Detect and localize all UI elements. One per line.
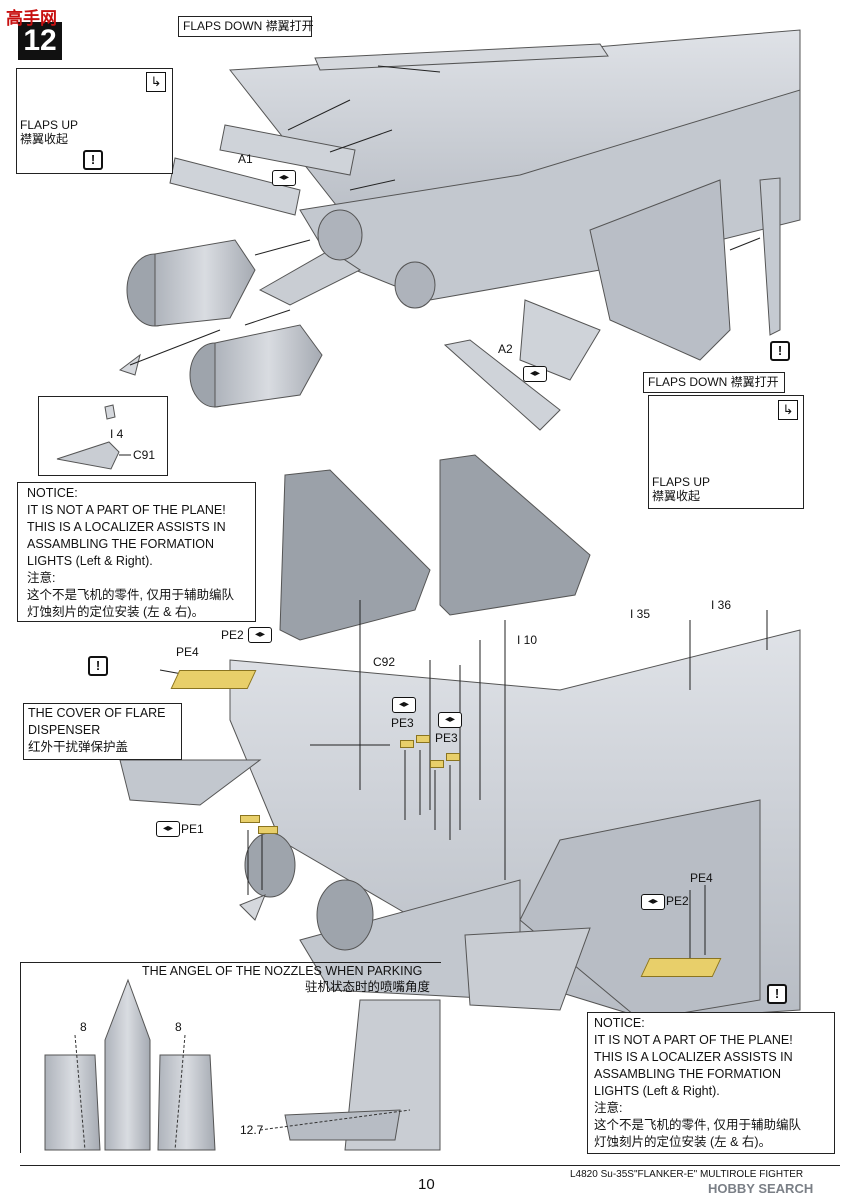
pe4-localizer-left xyxy=(170,670,257,689)
angle-label-right: 8 xyxy=(175,1020,182,1034)
pe1-part xyxy=(258,826,278,834)
both-sides-icon: ◂▸ xyxy=(248,627,272,643)
flaps-up-left-label-cn: 襟翼收起 xyxy=(20,132,69,146)
notice-right-text: NOTICE: IT IS NOT A PART OF THE PLANE! T… xyxy=(594,1016,801,1149)
part-label-pe4-left: PE4 xyxy=(176,645,199,659)
footer-watermark: HOBBY SEARCH xyxy=(708,1181,814,1196)
part-label-a2: A2 xyxy=(498,342,513,356)
part-label-i36: I 36 xyxy=(711,598,732,612)
both-sides-icon: ◂▸ xyxy=(156,821,180,837)
part-label-c92: C92 xyxy=(373,655,396,669)
step-number: 12 xyxy=(23,24,57,57)
part-label-i10: I 10 xyxy=(517,633,538,647)
part-label-pe2-left: PE2 xyxy=(221,628,244,642)
step-number-badge: 12 xyxy=(18,22,62,60)
watermark-logo: 高手网 xyxy=(6,9,57,29)
pe4-localizer-right xyxy=(640,958,722,977)
pe3-part xyxy=(446,753,460,761)
pe3-part xyxy=(400,740,414,748)
flaps-up-left-label: FLAPS UP xyxy=(20,118,79,132)
angle-label-left: 8 xyxy=(80,1020,87,1034)
angle-guides xyxy=(74,1034,411,1151)
nozzle-angle-inset xyxy=(20,962,441,1153)
part-label-i35: I 35 xyxy=(630,607,651,621)
fin-right xyxy=(439,454,591,616)
both-sides-icon: ◂▸ xyxy=(438,712,462,728)
warning-icon: ! xyxy=(88,656,108,676)
part-label-pe3-a: PE3 xyxy=(391,716,414,730)
nose-cone-art xyxy=(56,404,131,470)
top-wing xyxy=(229,29,801,361)
pe1-part xyxy=(240,815,260,823)
part-label-pe1: PE1 xyxy=(181,822,204,836)
pe3-part xyxy=(416,735,430,743)
warning-icon: ! xyxy=(83,150,103,170)
notice-left-text: NOTICE: IT IS NOT A PART OF THE PLANE! T… xyxy=(27,486,234,619)
nozzle-angle-title: THE ANGEL OF THE NOZZLES WHEN PARKING xyxy=(142,964,423,978)
flaps-down-top-callout: FLAPS DOWN 襟翼打开 xyxy=(178,16,314,37)
page-number: 10 xyxy=(418,1176,435,1193)
bend-icon: ↳ xyxy=(778,400,798,420)
notice-right-box xyxy=(587,1012,835,1154)
nose-cone-inset xyxy=(38,396,168,476)
part-label-pe2-right: PE2 xyxy=(666,894,689,908)
part-label-a1: A1 xyxy=(238,152,253,166)
part-label-pe4-right: PE4 xyxy=(690,871,713,885)
pe3-part xyxy=(430,760,444,768)
product-line: L4820 Su-35S"FLANKER-E" MULTIROLE FIGHTE… xyxy=(570,1169,804,1180)
flaps-up-right-label-cn: 襟翼收起 xyxy=(652,489,701,503)
part-label-pe3-b: PE3 xyxy=(435,731,458,745)
both-sides-icon: ◂▸ xyxy=(641,894,665,910)
bottom-leader-lines xyxy=(159,600,768,960)
nozzle-inset-art xyxy=(44,978,441,1151)
fin-left xyxy=(279,469,431,641)
both-sides-icon: ◂▸ xyxy=(392,697,416,713)
footer-rule xyxy=(20,1165,840,1166)
warning-icon: ! xyxy=(767,984,787,1004)
warning-icon: ! xyxy=(770,341,790,361)
bend-icon: ↳ xyxy=(146,72,166,92)
part-label-i4: I 4 xyxy=(110,427,124,441)
both-sides-icon: ◂▸ xyxy=(523,366,547,382)
part-label-c91: C91 xyxy=(133,448,156,462)
top-nozzles xyxy=(118,209,436,408)
flaps-down-right-callout: FLAPS DOWN 襟翼打开 xyxy=(643,372,785,393)
nozzle-angle-title-cn: 驻机状态时的喷嘴角度 xyxy=(305,980,431,994)
top-leader-lines xyxy=(109,65,761,366)
flare-cover-text: THE COVER OF FLARE DISPENSER 红外干扰弹保护盖 xyxy=(28,706,166,754)
both-sides-icon: ◂▸ xyxy=(272,170,296,186)
flare-cover-box xyxy=(23,703,182,760)
notice-left-box xyxy=(17,482,256,622)
angle-label-12-7: 12.7 xyxy=(240,1123,264,1137)
flaps-up-right-label: FLAPS UP xyxy=(652,475,711,489)
bottom-nozzles xyxy=(239,832,374,951)
